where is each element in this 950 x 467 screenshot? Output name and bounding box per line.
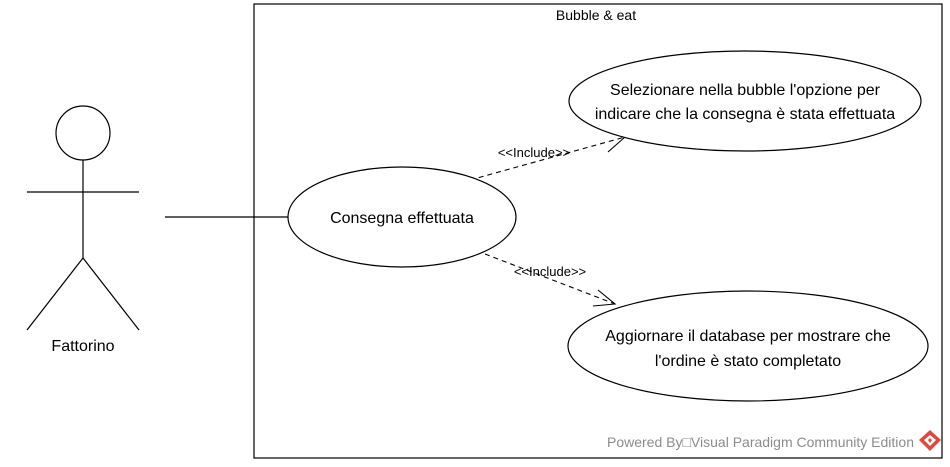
use-case-aggiornare[interactable]: Aggiornare il database per mostrare che …	[567, 290, 929, 402]
include-label-bottom: <<Include>>	[514, 264, 586, 279]
include-relation-bottom: <<Include>>	[484, 253, 617, 307]
use-case-aggiornare-line1: Aggiornare il database per mostrare che	[605, 328, 891, 345]
use-case-consegna[interactable]: Consegna effettuata	[287, 166, 517, 268]
actor-right-leg	[82, 257, 140, 331]
system-title: Bubble & eat	[556, 7, 636, 23]
actor-fattorino[interactable]: Fattorino	[26, 105, 140, 355]
actor-left-leg	[26, 257, 84, 331]
use-case-consegna-label: Consegna effettuata	[330, 210, 474, 227]
actor-head	[55, 105, 111, 161]
visual-paradigm-logo-icon	[919, 430, 941, 451]
include-label-top: <<Include>>	[498, 145, 570, 160]
use-case-aggiornare-line2: l'ordine è stato completato	[655, 353, 841, 370]
system-boundary	[253, 3, 943, 459]
include-relation-top: <<Include>>	[469, 128, 627, 181]
use-case-selezionare-line1: Selezionare nella bubble l'opzione per	[610, 82, 881, 99]
footer-powered-by: Powered By□Visual Paradigm Community Edi…	[607, 434, 914, 450]
actor-name: Fattorino	[51, 338, 114, 355]
use-case-selezionare[interactable]: Selezionare nella bubble l'opzione per i…	[568, 50, 922, 152]
use-case-selezionare-line2: indicare che la consegna è stata effettu…	[595, 106, 895, 123]
